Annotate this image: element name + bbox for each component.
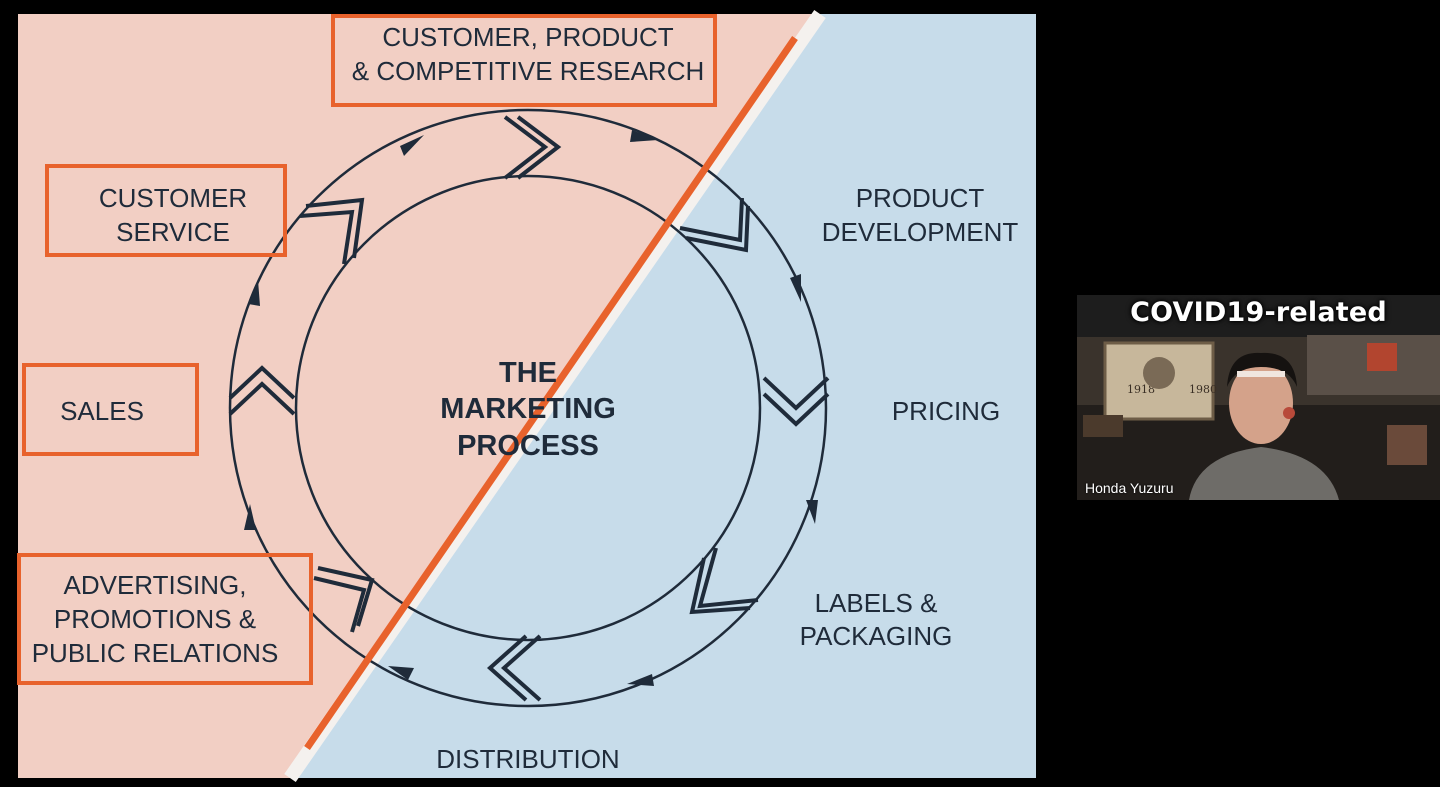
pricing-label: PRICING	[892, 396, 1000, 426]
participant-name: Honda Yuzuru	[1085, 480, 1173, 496]
customer-service-label: CUSTOMER	[99, 183, 247, 213]
poster-year: 1980	[1189, 383, 1217, 396]
product-development-label: DEVELOPMENT	[822, 217, 1019, 247]
research-label: & COMPETITIVE RESEARCH	[352, 56, 705, 86]
participant-video-tile[interactable]: 1918 1980 COVID19-related Honda Yuzuru	[1077, 295, 1440, 500]
video-title: COVID19-related	[1077, 297, 1440, 328]
center-title: THE	[499, 357, 557, 389]
center-title: PROCESS	[457, 430, 599, 462]
sales-label: SALES	[60, 396, 144, 426]
labels-packaging-label: LABELS &	[815, 588, 938, 618]
advertising-label: PROMOTIONS &	[54, 604, 256, 634]
product-development-label: PRODUCT	[856, 183, 985, 213]
labels-packaging-label: PACKAGING	[800, 621, 953, 651]
center-title: MARKETING	[440, 393, 616, 425]
advertising-label: PUBLIC RELATIONS	[32, 638, 279, 668]
research-label: CUSTOMER, PRODUCT	[382, 22, 673, 52]
advertising-label: ADVERTISING,	[63, 570, 246, 600]
customer-service-label: SERVICE	[116, 217, 230, 247]
distribution-label: DISTRIBUTION	[436, 744, 619, 774]
